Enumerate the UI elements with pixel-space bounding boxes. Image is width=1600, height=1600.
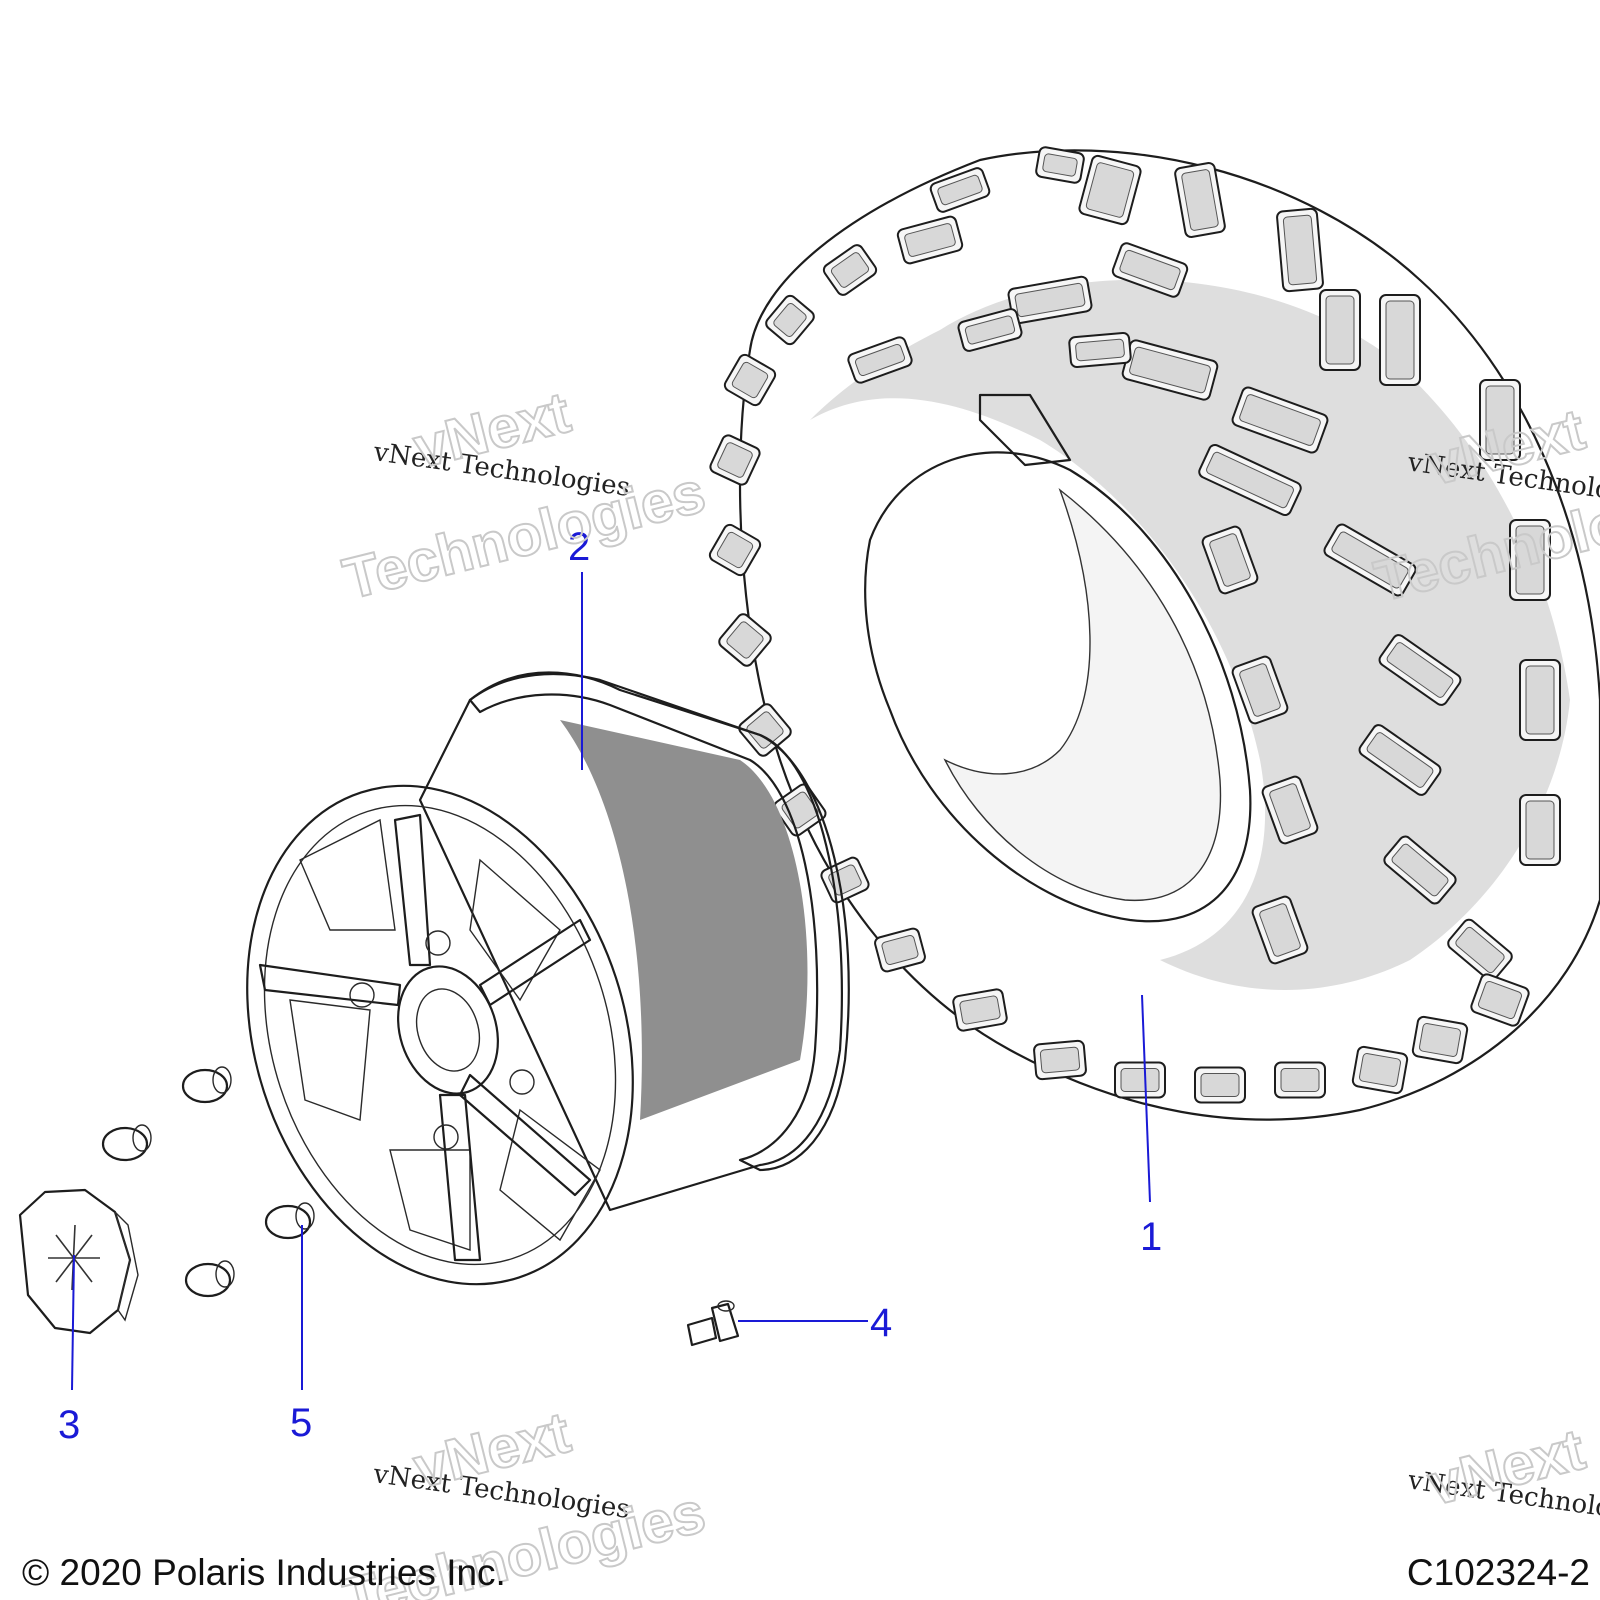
tread-lug-face xyxy=(1331,531,1409,589)
callouts: 1 2 3 4 5 xyxy=(58,525,1162,1447)
valve-stem-drawing xyxy=(686,1300,740,1347)
tread-lug-face xyxy=(1209,533,1251,587)
figure-id: C102324-2 xyxy=(1406,1552,1590,1593)
tread-lug-face xyxy=(716,531,754,569)
tread-lug-face xyxy=(1325,295,1355,365)
tread-lug-face xyxy=(1239,394,1321,446)
tread-lug-face xyxy=(904,223,956,257)
lug-nuts-drawing xyxy=(101,1066,315,1298)
tread-lug-face xyxy=(1358,1053,1402,1087)
tread-lug-face xyxy=(1085,162,1135,218)
callout-5: 5 xyxy=(290,1401,312,1445)
tread-lug-face xyxy=(1385,300,1415,380)
center-cap-drawing xyxy=(18,1188,139,1335)
tread-lug-face xyxy=(1119,249,1181,291)
tread-lug-face xyxy=(1014,282,1086,318)
tread-lug-face xyxy=(1525,800,1555,860)
tread-lug-face xyxy=(1120,1068,1160,1092)
callout-2: 2 xyxy=(568,525,590,569)
tread-lug-face xyxy=(1039,1046,1081,1074)
tread-lug-face xyxy=(1418,1023,1462,1057)
lug-nut xyxy=(184,1260,235,1298)
tread-lug-face xyxy=(1239,663,1281,717)
lug-nut xyxy=(181,1066,232,1104)
tread-lug-face xyxy=(1269,783,1311,837)
tread-lug-face xyxy=(830,252,870,288)
tread-lug-face xyxy=(746,711,784,749)
leader-line-3 xyxy=(71,1254,75,1391)
tread-lug-face xyxy=(964,315,1016,345)
tread-lug-face xyxy=(1282,214,1318,286)
tire-drawing xyxy=(708,146,1600,1121)
tread-lug-face xyxy=(1075,338,1125,362)
leader-line-1 xyxy=(1141,994,1151,1203)
tread-lug-face xyxy=(1366,732,1434,788)
tread-lug-face xyxy=(1386,642,1454,698)
tread-lug-face xyxy=(959,995,1001,1025)
tread-lug-face xyxy=(1280,1068,1320,1092)
tread-lug-face xyxy=(1206,451,1294,509)
tread-lug-face xyxy=(1042,153,1078,177)
callout-4: 4 xyxy=(870,1301,892,1345)
callout-1: 1 xyxy=(1140,1215,1162,1259)
tread-lug-face xyxy=(1391,843,1449,897)
tread-lug-face xyxy=(726,621,764,659)
tread-lug-face xyxy=(1485,385,1515,455)
tread-lug-face xyxy=(1515,525,1545,595)
tread-lug-face xyxy=(1455,926,1505,974)
tread-lug-face xyxy=(1477,980,1523,1020)
lug-nut xyxy=(101,1124,152,1162)
callout-3: 3 xyxy=(58,1403,80,1447)
leader-lines xyxy=(71,572,1151,1391)
tread-lug-face xyxy=(1200,1073,1240,1097)
tread-lug-face xyxy=(937,174,983,206)
tread-lug-face xyxy=(1181,169,1219,231)
tread-lug-face xyxy=(773,303,807,337)
wheel-drawing xyxy=(246,671,850,1286)
copyright-notice: © 2020 Polaris Industries Inc. xyxy=(22,1552,506,1593)
tread-lugs xyxy=(708,146,1561,1104)
lug-nut xyxy=(264,1202,315,1240)
tread-lug-face xyxy=(1525,665,1555,735)
tread-lug-face xyxy=(717,442,753,478)
tread-lug-face xyxy=(881,935,919,965)
tread-lug-face xyxy=(854,343,906,377)
tread-lug-face xyxy=(1129,346,1211,394)
tread-lug-face xyxy=(731,361,769,399)
tread-lug-face xyxy=(1259,903,1301,957)
